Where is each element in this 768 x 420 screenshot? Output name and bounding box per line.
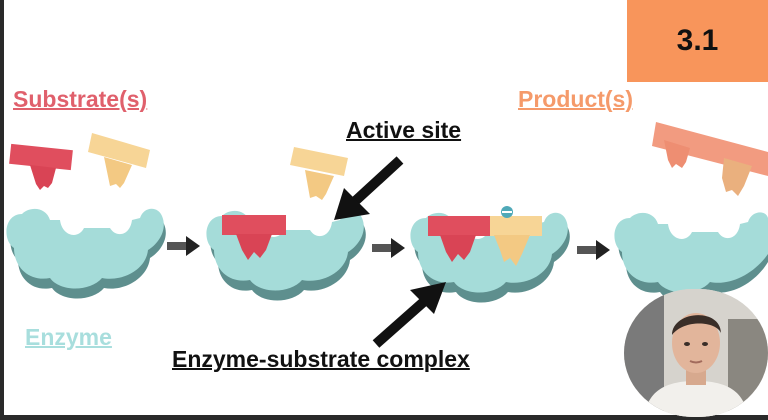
products-label: Product(s) — [518, 86, 633, 112]
substrate-yellow-2 — [290, 147, 348, 200]
section-badge: 3.1 — [627, 0, 768, 82]
substrate-red-2 — [222, 215, 286, 260]
complex-label: Enzyme-substrate complex — [172, 346, 470, 372]
enzyme-4 — [614, 212, 768, 303]
enzyme-label: Enzyme — [25, 324, 112, 350]
substrate-red-1 — [9, 143, 73, 190]
enzyme-1 — [6, 208, 166, 299]
presenter-avatar — [624, 289, 768, 417]
bottom-border — [0, 415, 768, 420]
substrate-yellow-1 — [88, 133, 150, 188]
section-number: 3.1 — [676, 24, 719, 57]
step-arrow-icon — [577, 240, 610, 260]
step-arrow-icon — [167, 236, 200, 256]
pointer-arrow-icon — [372, 282, 446, 348]
left-border — [0, 0, 4, 420]
active-site-label: Active site — [346, 117, 462, 143]
cursor-icon — [501, 206, 513, 218]
presenter-webcam — [624, 289, 768, 417]
pointer-arrow-icon — [334, 156, 404, 220]
product-molecule — [652, 122, 768, 196]
substrates-label: Substrate(s) — [13, 86, 148, 112]
complex-substrates — [428, 216, 542, 266]
step-arrow-icon — [372, 238, 405, 258]
